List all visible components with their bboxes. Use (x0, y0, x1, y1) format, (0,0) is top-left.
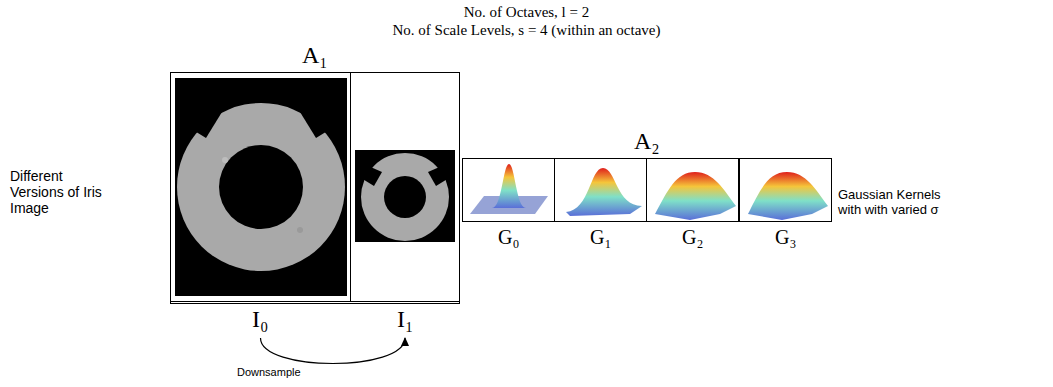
box-outline (170, 72, 351, 302)
box-outline (646, 158, 739, 222)
diagram-title: No. of Octaves, l = 2 (0, 4, 1053, 21)
node-label: G₁ (590, 226, 611, 249)
box-outline (554, 158, 647, 222)
node-label: A₂ (634, 128, 660, 156)
kernel-cell: G₀ (462, 158, 555, 254)
side-note: Gaussian Kernels with with varied σ (838, 188, 950, 218)
gaussian-kernel-g1 (566, 168, 642, 216)
iris-image-small (355, 150, 455, 242)
box-outline (462, 158, 555, 222)
gaussian-kernel-g0 (470, 164, 548, 214)
side-note: Different Versions of Iris Image (10, 168, 115, 216)
curved-arrow (261, 338, 406, 364)
gaussian-kernel-g3 (748, 172, 828, 220)
node-label: G₂ (682, 226, 703, 249)
kernel-cell: G₁ (554, 158, 647, 254)
node-label: A₁ (302, 42, 328, 70)
image-panel: I₀ (170, 72, 351, 338)
box-outline (350, 72, 460, 302)
kernel-cell: G₃ (739, 158, 832, 254)
box-outline (739, 158, 832, 222)
image-panel: I₁ (350, 72, 460, 338)
subtitle: No. of Scale Levels, s = 4 (within an oc… (0, 22, 1053, 39)
box-outline (462, 158, 832, 222)
gaussian-kernel-g2 (655, 172, 736, 220)
node-label: I₁ (397, 306, 413, 334)
kernel-cell: G₂ (646, 158, 739, 254)
node-label: G₀ (498, 226, 519, 249)
edge-label: Downsample (237, 366, 301, 379)
iris-image-large (175, 78, 347, 296)
node-label: I₀ (252, 306, 268, 334)
group-box: A₂G₀G₁G₂G₃ (462, 126, 832, 222)
node-label: G₃ (775, 226, 796, 249)
group-box: A₁I₀I₁ (170, 42, 460, 304)
box-outline (170, 72, 460, 304)
